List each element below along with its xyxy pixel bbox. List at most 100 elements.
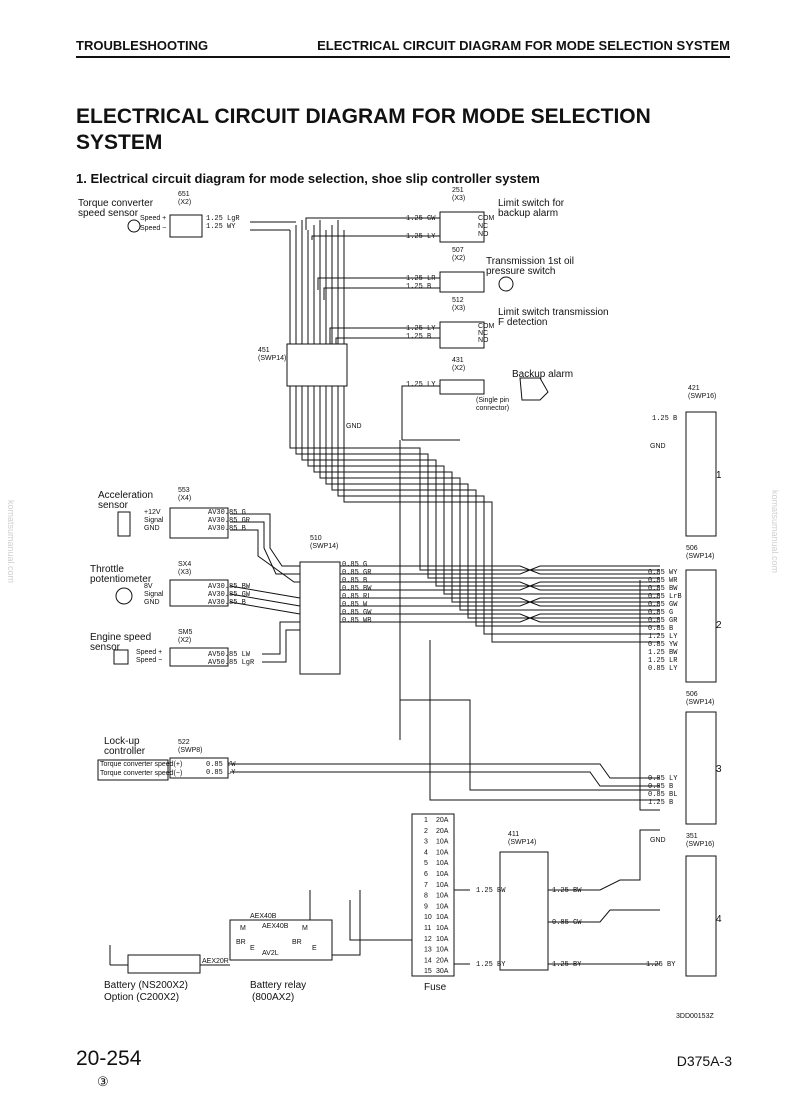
wire-code: 0.85 B	[342, 577, 367, 585]
wire-code: 0.85 BW	[342, 585, 372, 593]
wire-512b	[335, 337, 440, 345]
bus-run	[301, 446, 660, 587]
label-gnd: GND	[346, 423, 362, 430]
connector-451	[286, 343, 348, 387]
wire-code: 1.25 B	[652, 415, 677, 423]
fuse-rating: 10A	[436, 936, 449, 943]
wire-code: AV30.85 G	[208, 509, 246, 517]
model-number: D375A-3	[676, 1053, 732, 1069]
wire-code: 0.85 YW	[648, 641, 678, 649]
label-engine-speed: sensor	[90, 642, 121, 653]
connector-label: 512	[452, 297, 464, 304]
connector-label: (SWP8)	[178, 747, 203, 754]
connector-label: (X2)	[452, 365, 465, 372]
pressure-switch-symbol	[498, 276, 514, 292]
connector-507	[439, 271, 485, 293]
wire-code: AV30.85 BW	[208, 583, 251, 591]
label-single-pin: (Single pin	[476, 397, 509, 404]
switch-pin-label: NO	[478, 231, 489, 238]
connector-512	[439, 321, 485, 349]
relay-label: M	[240, 925, 246, 932]
connector-label: (SWP14)	[508, 839, 536, 846]
wire-sx4	[229, 585, 301, 599]
wire-510-506	[340, 581, 660, 591]
engine-sensor-symbol	[113, 649, 129, 665]
connector-label: 506	[686, 691, 698, 698]
wire-code: 1.25 LR	[648, 657, 678, 665]
pin-label: GND	[144, 525, 160, 532]
connector-label: (SWP14)	[686, 699, 714, 706]
connector-sm5	[169, 647, 229, 667]
wire-code: 1.25 B	[406, 333, 431, 341]
wire-code: 0.85 LrB	[648, 593, 682, 601]
connector-label: 553	[178, 487, 190, 494]
wire-553c	[230, 529, 300, 583]
pin-label: Torque converter speed(−)	[100, 770, 182, 777]
fuse-rating: 10A	[436, 882, 449, 889]
wire-code: 0.85 GW	[342, 609, 372, 617]
fuse-rating: 10A	[436, 871, 449, 878]
wire-code: 0.85 G	[648, 609, 673, 617]
label-fuse: Fuse	[424, 982, 447, 993]
fuse-number: 4	[424, 849, 428, 856]
connector-251	[439, 211, 485, 243]
fuse-rating: 20A	[436, 828, 449, 835]
wire-code: 0.85 WB	[342, 617, 371, 625]
label-gnd: GND	[650, 443, 666, 450]
pin-label: +12V	[144, 509, 161, 516]
bus-run	[313, 452, 660, 603]
connector-506b	[685, 711, 717, 825]
fuse-number: 7	[424, 882, 428, 889]
wire-code: 1.25 B	[406, 283, 431, 291]
wire-507b	[323, 287, 440, 300]
watermark-left: komatsumanual.com	[6, 500, 16, 584]
label-trans-pressure: Transmission 1st oil	[486, 256, 574, 267]
connector-label: 411	[508, 831, 519, 838]
pin-label: Speed −	[136, 657, 162, 664]
relay-label: E	[312, 945, 317, 952]
connector-label: SM5	[178, 629, 193, 636]
wire-512	[329, 327, 440, 345]
page-number: 20-254	[76, 1047, 142, 1070]
wire-code: 1.25 LY	[406, 381, 436, 389]
wire-code: AV50.85 LW	[208, 651, 251, 659]
wire-code: 1.25 LY	[406, 325, 436, 333]
fuse-number: 15	[424, 968, 432, 975]
wire-code: 1.25 BW	[476, 887, 506, 895]
connector-label: 251	[452, 187, 464, 194]
wire-fuse-relay	[330, 890, 361, 956]
wire-sm5	[262, 621, 300, 655]
wire-code: 0.85 BW	[648, 585, 678, 593]
connector-label: 431	[452, 357, 464, 364]
label-backup-alarm: Backup alarm	[512, 369, 573, 380]
label-accel-sensor: sensor	[98, 500, 129, 511]
wire-code: 1.25 BY	[476, 961, 506, 969]
connector-label: 507	[452, 247, 464, 254]
wire-510-506	[340, 565, 660, 575]
wire-long	[399, 440, 660, 791]
label-battery: Battery (NS200X2)	[104, 980, 188, 991]
wire-code: 0.85 WR	[648, 577, 678, 585]
connector-label: (SWP14)	[258, 355, 286, 362]
wire-code: 1.25 BY	[646, 961, 676, 969]
wire-code: AV50.85 LgR	[208, 659, 255, 667]
group-number: 1	[716, 470, 722, 481]
wire-507	[317, 277, 440, 290]
label-limit-backup: backup alarm	[498, 208, 558, 219]
relay-label: BR	[292, 939, 302, 946]
relay-label: AV2L	[262, 950, 279, 957]
connector-label: (X2)	[452, 255, 465, 262]
label-battery-option: Option (C200X2)	[104, 992, 179, 1003]
label-battery-relay-sub: (800AX2)	[252, 992, 294, 1003]
connector-label: (SWP14)	[310, 543, 338, 550]
wire-code: 0.85 B	[648, 625, 673, 633]
connector-label: 506	[686, 545, 698, 552]
fuse-rating: 10A	[436, 849, 449, 856]
wire-code: 1.25 BW	[648, 649, 678, 657]
connector-351	[685, 855, 717, 977]
wire-code: 1.25 LR	[406, 275, 436, 283]
connector-label: 651	[178, 191, 190, 198]
wire-553	[230, 513, 300, 567]
connector-522	[169, 757, 229, 779]
fuse-rating: 30A	[436, 968, 449, 975]
